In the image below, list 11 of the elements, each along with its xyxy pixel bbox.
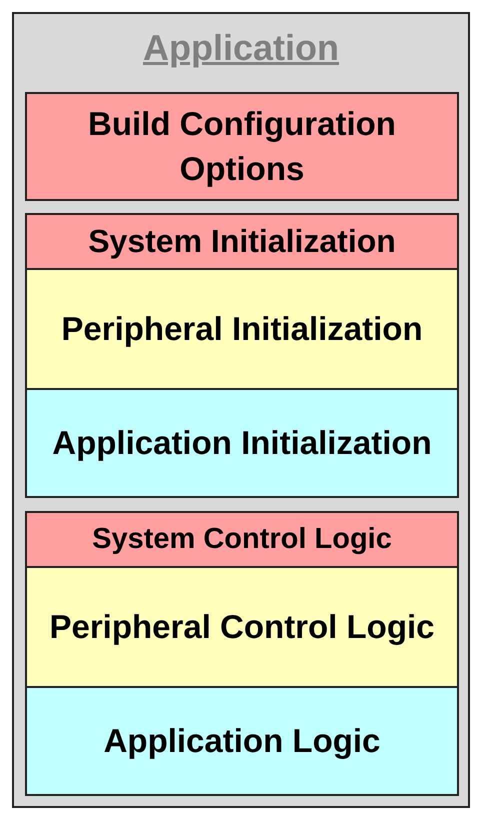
section-panel xyxy=(25,213,459,498)
section-header: System Control Logic xyxy=(27,513,457,566)
title-heading: Application xyxy=(143,28,339,68)
layer-block: Peripheral Control Logic xyxy=(25,566,459,688)
layer-block: Peripheral Initialization xyxy=(25,268,459,390)
section-header: System Initialization xyxy=(27,215,457,268)
layer-block: Application Initialization xyxy=(25,388,459,498)
config-block: Build Configuration Options xyxy=(25,92,459,201)
application-frame xyxy=(12,12,470,808)
section-panel xyxy=(25,511,459,796)
layer-block: Application Logic xyxy=(25,686,459,796)
